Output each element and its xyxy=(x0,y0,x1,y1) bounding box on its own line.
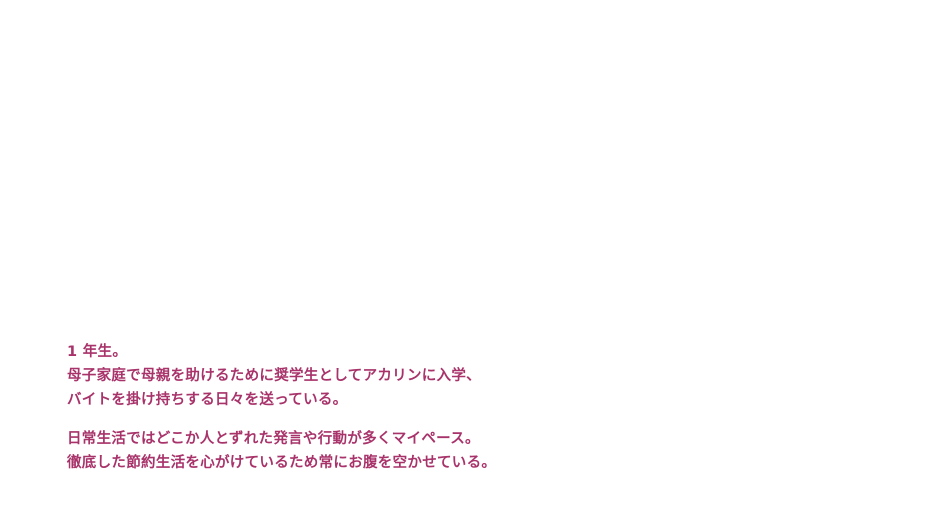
profile-line: 日常生活ではどこか人とずれた発言や行動が多くマイペース。 xyxy=(67,431,480,447)
paragraph-spacer xyxy=(67,412,827,427)
profile-line: 徹底した節約生活を心がけているため常にお腹を空かせている。 xyxy=(67,455,497,471)
profile-line: バイトを掛け持ちする日々を送っている。 xyxy=(67,392,348,408)
profile-line: 母子家庭で母親を助けるために奨学生としてアカリンに入学、 xyxy=(67,368,481,384)
character-profile: 1 年生。 母子家庭で母親を助けるために奨学生としてアカリンに入学、 バイトを掛… xyxy=(67,340,827,475)
grade-text: 1 年生。 xyxy=(67,344,128,360)
